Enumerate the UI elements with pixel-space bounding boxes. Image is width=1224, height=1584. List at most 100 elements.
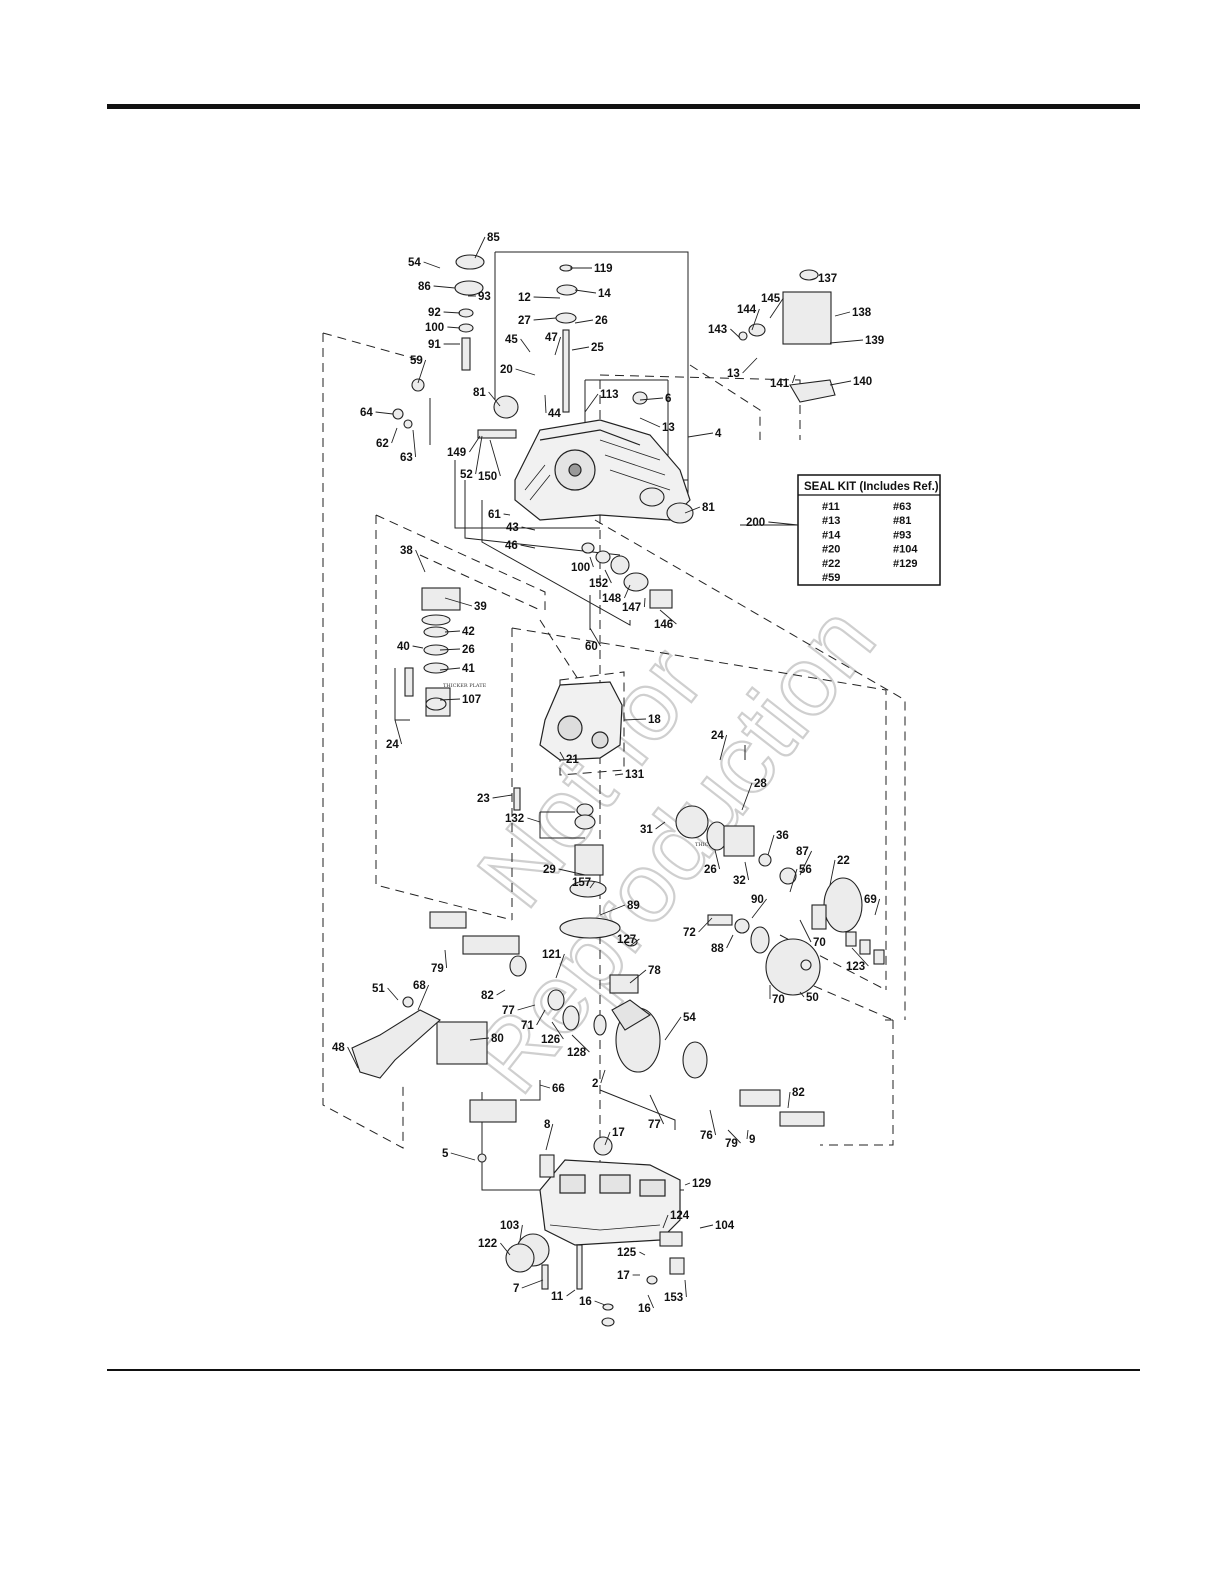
leader-line (623, 718, 647, 721)
part-glyph (574, 844, 604, 876)
part-glyph (765, 938, 821, 996)
part-glyph (423, 626, 449, 638)
leader-line (851, 947, 869, 967)
leader-line (604, 569, 612, 584)
leader-line (809, 277, 817, 281)
leader-line (496, 989, 506, 996)
part-glyph (569, 880, 607, 898)
callout-label-21: 21 (566, 754, 579, 766)
callout-label-70: 70 (772, 994, 785, 1006)
part-glyph (811, 904, 827, 930)
part-glyph (748, 323, 766, 337)
leader-line (687, 432, 714, 438)
part-glyph (556, 284, 578, 296)
callout-label-80: 80 (491, 1033, 504, 1045)
seal-kit-item: #22 (822, 558, 840, 570)
callout-label-90: 90 (751, 894, 764, 906)
callout-label-63: 63 (400, 452, 413, 464)
leader-line (787, 1091, 791, 1109)
leader-line (727, 1129, 741, 1144)
callout-label-41: 41 (462, 663, 475, 675)
center-section-drawing (539, 681, 623, 761)
callout-label-92: 92 (428, 307, 441, 319)
leader-line (751, 898, 767, 919)
callout-label-143: 143 (708, 324, 727, 336)
callout-label-71: 71 (521, 1020, 534, 1032)
callout-label-66: 66 (552, 1083, 565, 1095)
callout-label-200: 200 (746, 517, 765, 529)
seal-kit-item: #59 (822, 572, 840, 584)
leader-line (684, 506, 701, 514)
callout-label-25: 25 (591, 342, 604, 354)
leader-line (412, 429, 417, 458)
callout-label-13: 13 (662, 422, 675, 434)
part-glyph (539, 1154, 555, 1178)
part-glyph (576, 803, 594, 817)
part-glyph (639, 487, 665, 507)
seal-kit-item: #11 (822, 501, 840, 513)
callout-label-24: 24 (711, 730, 724, 742)
callout-label-129: 129 (692, 1178, 711, 1190)
leader-line (391, 427, 398, 444)
callout-label-123: 123 (846, 961, 865, 973)
part-glyph (779, 1111, 825, 1127)
callout-label-82: 82 (792, 1087, 805, 1099)
part-glyph (421, 587, 461, 611)
callout-label-113: 113 (600, 389, 619, 401)
callout-label-69: 69 (864, 894, 877, 906)
bracket-glyph (789, 379, 836, 403)
leader-line (394, 719, 403, 745)
callout-label-103: 103 (500, 1220, 519, 1232)
leader-line (533, 317, 557, 321)
leader-line (829, 380, 852, 386)
seal-kit-title: SEAL KIT (Includes Ref.) (804, 481, 939, 493)
callout-label-148: 148 (602, 593, 622, 605)
part-glyph (623, 572, 649, 592)
callout-label-68: 68 (413, 980, 426, 992)
leader-line (520, 544, 536, 549)
callout-label-46: 46 (505, 540, 518, 552)
leader-line (589, 881, 595, 889)
leader-line (492, 794, 513, 799)
callout-label-70: 70 (813, 937, 826, 949)
callout-label-77: 77 (648, 1119, 661, 1131)
leader-line (829, 339, 864, 344)
callout-label-42: 42 (462, 626, 475, 638)
part-glyph (462, 935, 520, 955)
part-glyph (610, 555, 630, 575)
gear-glyph (611, 999, 651, 1031)
callout-label-82: 82 (481, 990, 494, 1002)
part-glyph (461, 337, 471, 371)
leader-line (439, 698, 461, 701)
part-glyph (609, 974, 639, 994)
leader-line (719, 734, 728, 761)
callout-label-28: 28 (754, 778, 767, 790)
part-glyph (509, 955, 527, 977)
leader-line (566, 1289, 576, 1297)
part-glyph (455, 254, 485, 270)
part-glyph (541, 1264, 549, 1290)
callout-label-59: 59 (410, 355, 423, 367)
part-glyph (823, 877, 863, 933)
leader-line (539, 1084, 551, 1089)
callout-label-44: 44 (548, 408, 561, 420)
callout-label-29: 29 (543, 864, 556, 876)
part-glyph (799, 269, 819, 281)
part-glyph (559, 917, 621, 939)
part-glyph (738, 331, 748, 341)
callout-label-12: 12 (518, 292, 531, 304)
leader-line (684, 1279, 687, 1298)
leader-line (604, 1131, 611, 1146)
leader-line (571, 346, 590, 351)
leader-line (488, 391, 501, 407)
leader-line (544, 394, 547, 414)
leader-line (347, 1046, 359, 1069)
part-glyph (562, 1005, 580, 1031)
callout-label-146: 146 (654, 619, 673, 631)
part-glyph (421, 614, 451, 626)
leader-line (600, 1069, 606, 1084)
part-glyph (707, 914, 733, 926)
callout-label-43: 43 (506, 522, 519, 534)
leader-line (751, 308, 760, 331)
